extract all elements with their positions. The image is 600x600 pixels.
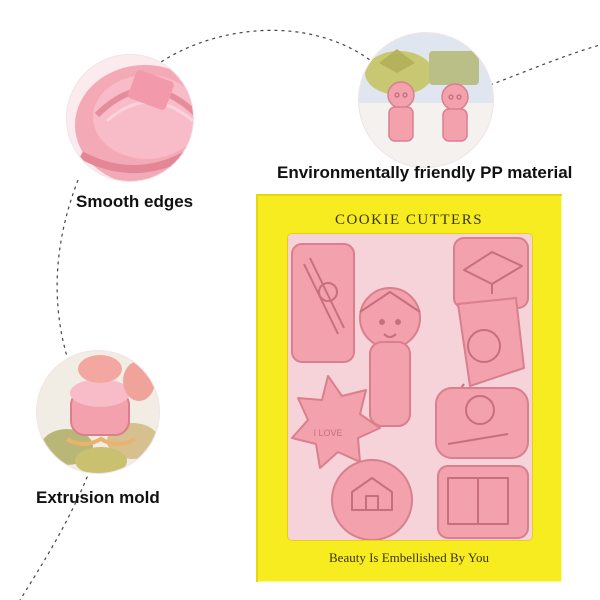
pp-material-closeup [358,32,494,168]
book-icon [437,465,529,539]
graduation-cap-icon [453,237,529,309]
extrusion-mold-closeup [36,350,160,474]
graduate-character-icon [435,387,529,459]
smooth-edges-caption: Smooth edges [76,192,194,211]
pp-material-caption: Environmentally friendly PP material [277,163,573,182]
graduate-girl-icon [359,287,421,427]
cookie-cutter-box: COOKIE CUTTERS [256,194,562,582]
box-title: COOKIE CUTTERS [334,212,484,228]
cookie-cutters-set: I LOVE [288,234,532,540]
diploma-icon [291,243,355,363]
box-window: I LOVE [288,234,532,540]
box-tagline: Beauty Is Embellished By You [329,550,489,565]
star-badge-icon: I LOVE [291,375,381,469]
smooth-edges-closeup [66,54,194,182]
school-building-icon [331,459,413,540]
svg-text:I LOVE: I LOVE [313,428,342,438]
extrusion-mold-caption: Extrusion mold [36,488,160,507]
